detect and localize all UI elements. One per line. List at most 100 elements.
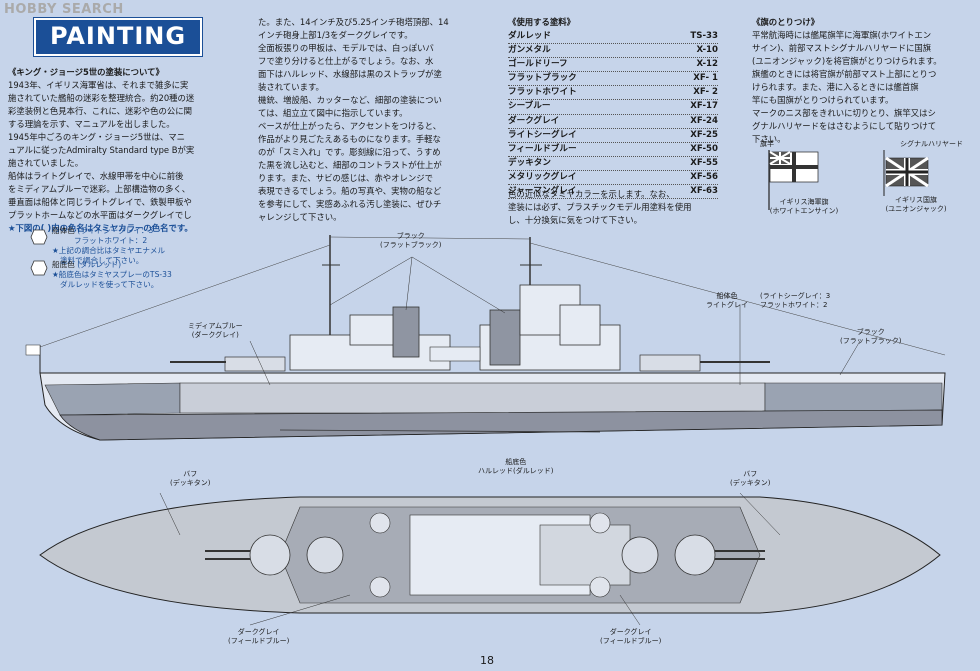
- flags-line: (ユニオンジャック)を将官旗がとりつけられます。: [752, 56, 942, 66]
- flags-column: 《旗のとりつけ》 平常航海時には艦尾旗竿に海軍旗(ホワイトエンサイン)、前部マス…: [752, 16, 976, 146]
- intro-heading: 《キング・ジョージ5世の塗装について》: [8, 67, 164, 77]
- middle-line: 表現できるでしょう。船の写真や、実物の船など: [258, 186, 442, 196]
- paint-code: TS-33: [690, 31, 718, 41]
- middle-line: た黒を流し込むと、細部のコントラストが仕上が: [258, 160, 442, 170]
- paint-code: XF-25: [690, 129, 718, 140]
- label-black-top: ブラック(フラットブラック): [380, 232, 442, 249]
- label-medium-blue: ミディアムブルー(ダークグレイ): [188, 322, 243, 339]
- paint-name: ダルレッド: [508, 31, 551, 41]
- paint-row: ダルレッド TS-33: [508, 30, 718, 45]
- intro-line: 船体はライトグレイで、水線甲帯を中心に前後: [8, 171, 184, 181]
- paint-code: XF-50: [690, 143, 718, 154]
- paint-name: メタリックグレイ: [508, 171, 577, 182]
- paint-row: ガンメタル X-10: [508, 44, 718, 59]
- section-title: PAINTING: [49, 22, 187, 50]
- ship-top-view: [39, 492, 941, 626]
- page-number: 18: [480, 654, 494, 667]
- flags-line: 旗艦のときには将官旗が前部マスト上部にとりつ: [752, 69, 937, 79]
- paint-name: フィールドブルー: [508, 143, 577, 154]
- paint-code: XF-63: [690, 186, 718, 197]
- middle-line: インチ砲身上部1/3をダークグレイです。: [258, 30, 413, 40]
- paint-row: ジャーマングレイ XF-63: [508, 185, 718, 200]
- label-buff-right: バフ(デッキタン): [730, 470, 771, 487]
- label-dark-gray-right: ダークグレイ(フィールドブルー): [600, 628, 662, 645]
- legend-bottom: 船底色 (ダルレッド) ★船底色はタミヤスプレーのTS-33 ダルレッドを使って…: [52, 260, 172, 289]
- middle-line: 全面板張りの甲板は、モデルでは、白っぽいバ: [258, 43, 434, 53]
- label-black-right: ブラック(フラットブラック): [840, 328, 902, 345]
- middle-line: ては、組立立て図中に指示しています。: [258, 108, 408, 118]
- paint-code: X-10: [696, 45, 718, 56]
- label-buff-left: バフ(デッキタン): [170, 470, 211, 487]
- watermark: HOBBY SEARCH: [4, 2, 124, 17]
- intro-line: ュアルに従ったAdmiralty Standard type Bが実: [8, 145, 195, 155]
- jack-halyard-label: シグナルハリヤード: [900, 140, 963, 148]
- flags-line: サイン)、前部マストシグナルハリヤードに国旗: [752, 43, 932, 53]
- intro-column: 《キング・ジョージ5世の塗装について》 1943年、イギリス海軍省は、それまで雑…: [8, 66, 240, 235]
- union-jack-icon: [883, 150, 929, 196]
- label-hull-color: 船体色ライトグレイ: [706, 292, 748, 309]
- intro-line: をミディアムブルーで迷彩。上部構造物の多く、: [8, 184, 191, 194]
- hull-color-swatch-icon: [30, 229, 48, 245]
- ensign-caption: イギリス海軍旗(ホワイトエンサイン): [769, 198, 839, 215]
- paint-name: ジャーマングレイ: [508, 186, 577, 197]
- middle-line: ります。また、サビの感じは、赤やオレンジで: [258, 173, 434, 183]
- paint-code: X-12: [696, 59, 718, 70]
- intro-line: 垂直面は船体と同じライトグレイで、鉄製甲板や: [8, 197, 192, 207]
- ship-side-profile: [25, 235, 946, 441]
- label-bottom-color: 船底色ハルレッド(ダルレッド): [478, 458, 554, 475]
- flags-line: 平常航海時には艦尾旗竿に海軍旗(ホワイトエン: [752, 30, 932, 40]
- paint-row: ゴールドリーフ X-12: [508, 58, 718, 73]
- intro-note: ★下図の( )内の色名はタミヤカラーの色名です。: [8, 223, 193, 233]
- flags-line: 下さい。: [752, 134, 786, 144]
- intro-line: 1943年、イギリス海軍省は、それまで雑多に実: [8, 80, 189, 90]
- paint-code: XF-56: [690, 171, 718, 182]
- paint-code: XF- 2: [693, 87, 718, 98]
- intro-line: 彩塗装例と色見本行、これに、迷彩や色の公に関: [8, 106, 192, 116]
- bottom-color-swatch-icon: [30, 260, 48, 276]
- middle-line: 機銃、増設船、カッターなど、細部の塗装につい: [258, 95, 442, 105]
- paint-row: メタリックグレイ XF-56: [508, 171, 718, 186]
- label-dark-gray-left: ダークグレイ(フィールドブルー): [228, 628, 290, 645]
- middle-line: た。また、14インチ及び5.25インチ砲塔頂部、14: [258, 17, 449, 27]
- intro-line: 施されていた艦船の迷彩を整理統合。約20種の迷: [8, 93, 195, 103]
- intro-line: プラットホームなどの水平面はダークグレイでし: [8, 210, 192, 220]
- paint-row: フラットブラック XF- 1: [508, 72, 718, 87]
- middle-line: のが「スミ入れ」です。彫刻線に沿って、うすめ: [258, 147, 441, 157]
- paint-name: デッキタン: [508, 157, 551, 168]
- white-ensign-icon: [768, 150, 819, 210]
- middle-line: 装されています。: [258, 82, 324, 92]
- paint-row: ダークグレイ XF-24: [508, 115, 718, 129]
- section-title-box: PAINTING: [34, 18, 202, 56]
- middle-line: 面下はハルレッド、水線部は黒のストラップが塗: [258, 69, 442, 79]
- paint-name: フラットブラック: [508, 73, 577, 84]
- flags-line: けられます。また、港に入るときには艦首旗: [752, 82, 919, 92]
- intro-line: 1945年中ごろのキング・ジョージ5世は、マニ: [8, 132, 185, 142]
- middle-column: た。また、14インチ及び5.25インチ砲塔頂部、14 インチ砲身上部1/3をダーク…: [258, 16, 498, 224]
- paints-note: 色の近似なタミヤカラーを示します。なお、 塗装には必ず、プラスチックモデル用塗料…: [508, 189, 692, 225]
- jack-caption: イギリス国旗(ユニオンジャック): [885, 196, 947, 213]
- flags-line: 竿にも国旗がとりつけられています。: [752, 95, 894, 105]
- paint-row: フラットホワイト XF- 2: [508, 86, 718, 101]
- paint-code: XF- 1: [693, 73, 718, 84]
- middle-line: ベースが仕上がったら、アクセントをつけると、: [258, 121, 442, 131]
- paint-name: フラットホワイト: [508, 87, 577, 98]
- intro-line: する理論を示す、マニュアルを出しました。: [8, 119, 175, 129]
- paint-name: ゴールドリーフ: [508, 59, 568, 70]
- paint-name: ガンメタル: [508, 45, 551, 56]
- flags-line: グナルハリヤードをはさむようにして貼りつけて: [752, 121, 937, 131]
- intro-line: 施されていました。: [8, 158, 84, 168]
- paint-list: ダルレッド TS-33 ガンメタル X-10 ゴールドリーフ X-12 フラットブラック XF…: [508, 30, 718, 200]
- paints-heading: 《使用する塗料》: [508, 17, 575, 27]
- middle-line: ャレンジして下さい。: [258, 212, 342, 222]
- flags-line: マークのニス部をきれいに切りとり、旗竿又はシ: [752, 108, 936, 118]
- paint-row: フィールドブルー XF-50: [508, 143, 718, 157]
- paint-row: ライトシーグレイ XF-25: [508, 129, 718, 143]
- paint-code: XF-24: [690, 115, 718, 126]
- paint-name: シーブルー: [508, 101, 551, 112]
- paint-name: ダークグレイ: [508, 115, 560, 126]
- paint-name: ライトシーグレイ: [508, 129, 577, 140]
